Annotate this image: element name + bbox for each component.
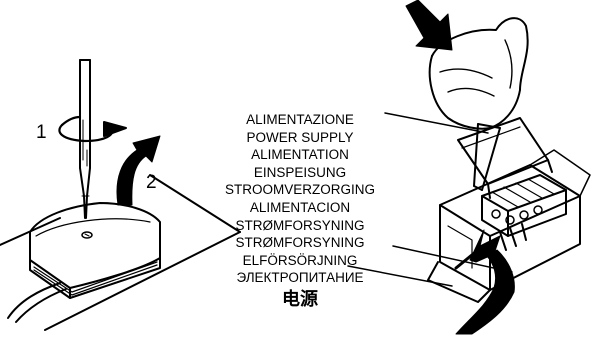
right-cable	[455, 223, 527, 335]
small-screwdriver	[473, 123, 501, 191]
press-down-arrow-icon	[405, 0, 453, 51]
label-english: POWER SUPPLY	[246, 129, 354, 145]
label-norwegian: STRØMFORSYNING	[235, 235, 365, 251]
left-cable	[7, 282, 67, 323]
label-italian: ALIMENTAZIONE	[246, 112, 354, 127]
label-german: EINSPEISUNG	[253, 164, 347, 180]
curved-up-arrow-icon	[116, 135, 161, 206]
step-number-1: 1	[36, 122, 47, 143]
label-dutch: STROOMVERZORGING	[224, 182, 375, 198]
step-number-2: 2	[146, 172, 157, 193]
power-supply-label-stack: ALIMENTAZIONE POWER SUPPLY ALIMENTATION …	[210, 111, 390, 310]
label-spanish: ALIMENTACION	[249, 199, 351, 215]
label-danish: STRØMFORSYNING	[235, 217, 365, 233]
label-chinese: 电源	[282, 288, 318, 309]
rotate-arrow-icon	[58, 115, 127, 143]
device-cover	[29, 202, 161, 299]
label-swedish: ELFÖRSÖRJNING	[242, 252, 358, 268]
label-russian: ЭЛЕКТРОПИТАНИЕ	[236, 270, 364, 286]
screwdriver-icon	[79, 59, 91, 219]
label-french: ALIMENTATION	[251, 147, 349, 163]
